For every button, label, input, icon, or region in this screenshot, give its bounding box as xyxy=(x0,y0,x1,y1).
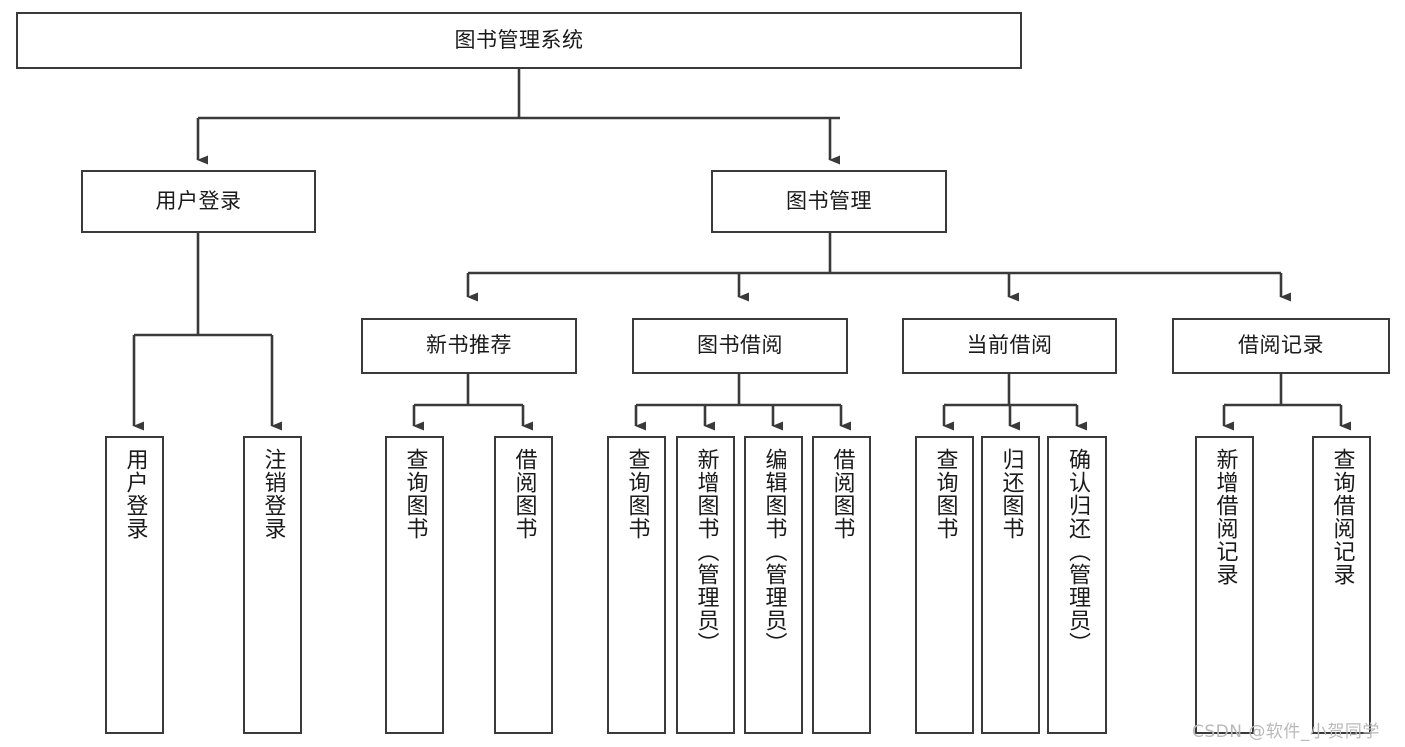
node-label: 查询借阅记录 xyxy=(1329,448,1355,586)
node-label: 确认归还（管理员） xyxy=(1064,448,1090,655)
node-label: 编辑图书（管理员） xyxy=(761,448,787,655)
node-label: 查询图书 xyxy=(402,448,428,540)
node-root-system[interactable]: 图书管理系统 xyxy=(16,12,1022,69)
node-book-management[interactable]: 图书管理 xyxy=(711,170,947,233)
node-borrow-record[interactable]: 借阅记录 xyxy=(1172,318,1390,374)
node-label: 归还图书 xyxy=(998,448,1024,540)
leaf-user-login-logout[interactable]: 注销登录 xyxy=(243,436,302,734)
leaf-book-borrow-borrow-book[interactable]: 借阅图书 xyxy=(812,436,871,734)
leaf-borrow-record-add-record[interactable]: 新增借阅记录 xyxy=(1195,436,1254,734)
node-label: 借阅记录 xyxy=(1238,333,1324,358)
node-label: 查询图书 xyxy=(624,448,650,540)
csdn-watermark: CSDN @软件_小贺同学 xyxy=(1192,722,1380,742)
node-label: 借阅图书 xyxy=(511,448,537,540)
node-current-borrow[interactable]: 当前借阅 xyxy=(902,318,1117,374)
node-label: 图书管理 xyxy=(786,188,872,213)
leaf-user-login-login[interactable]: 用户登录 xyxy=(105,436,164,734)
node-user-login[interactable]: 用户登录 xyxy=(81,170,316,233)
leaf-new-book-query-book[interactable]: 查询图书 xyxy=(385,436,444,734)
node-label: 注销登录 xyxy=(260,448,286,540)
leaf-book-borrow-add-book-admin[interactable]: 新增图书（管理员） xyxy=(676,436,735,734)
node-label: 用户登录 xyxy=(122,448,148,540)
node-label: 借阅图书 xyxy=(829,448,855,540)
leaf-borrow-record-query-record[interactable]: 查询借阅记录 xyxy=(1312,436,1371,734)
node-label: 新增图书（管理员） xyxy=(693,448,719,655)
leaf-new-book-borrow-book[interactable]: 借阅图书 xyxy=(494,436,553,734)
node-label: 查询图书 xyxy=(932,448,958,540)
node-label: 新增借阅记录 xyxy=(1212,448,1238,586)
leaf-book-borrow-edit-book-admin[interactable]: 编辑图书（管理员） xyxy=(744,436,803,734)
leaf-current-borrow-confirm-return-admin[interactable]: 确认归还（管理员） xyxy=(1047,436,1107,734)
leaf-book-borrow-query-book[interactable]: 查询图书 xyxy=(607,436,666,734)
node-label: 新书推荐 xyxy=(426,333,512,358)
leaf-current-borrow-query-book[interactable]: 查询图书 xyxy=(915,436,974,734)
node-new-book-recommend[interactable]: 新书推荐 xyxy=(361,318,577,374)
leaf-current-borrow-return-book[interactable]: 归还图书 xyxy=(981,436,1040,734)
node-label: 当前借阅 xyxy=(966,333,1053,358)
node-label: 图书管理系统 xyxy=(454,27,584,52)
node-label: 用户登录 xyxy=(155,188,242,213)
node-book-borrow[interactable]: 图书借阅 xyxy=(632,318,848,374)
node-label: 图书借阅 xyxy=(697,333,783,358)
